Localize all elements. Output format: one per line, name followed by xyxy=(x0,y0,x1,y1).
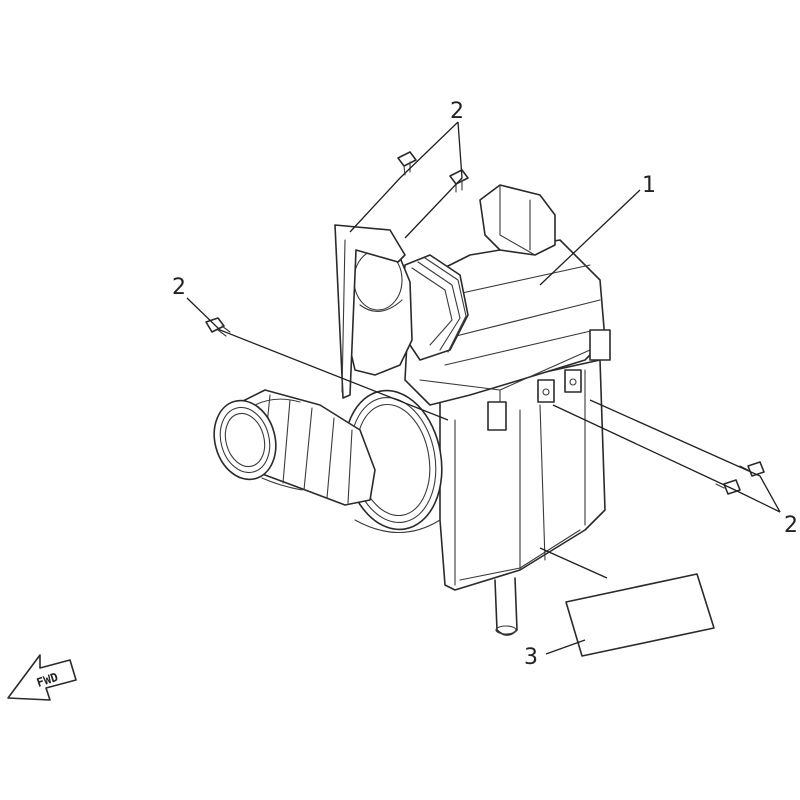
fwd-text: FWD xyxy=(35,670,60,690)
callout-bolt-top: 2 xyxy=(450,99,464,124)
leader-lines xyxy=(186,121,781,655)
air-box-housing xyxy=(213,184,611,636)
bolt-top-left xyxy=(397,151,417,176)
callout-bolt-right: 2 xyxy=(784,513,798,538)
bolt-top-right xyxy=(449,169,469,193)
warning-label xyxy=(565,573,715,657)
intake-boot xyxy=(213,389,376,506)
callout-air-box: 1 xyxy=(642,173,656,198)
callout-label: 3 xyxy=(524,645,538,670)
forward-arrow-icon: FWD xyxy=(7,654,77,701)
callout-bolt-left: 2 xyxy=(172,275,186,300)
